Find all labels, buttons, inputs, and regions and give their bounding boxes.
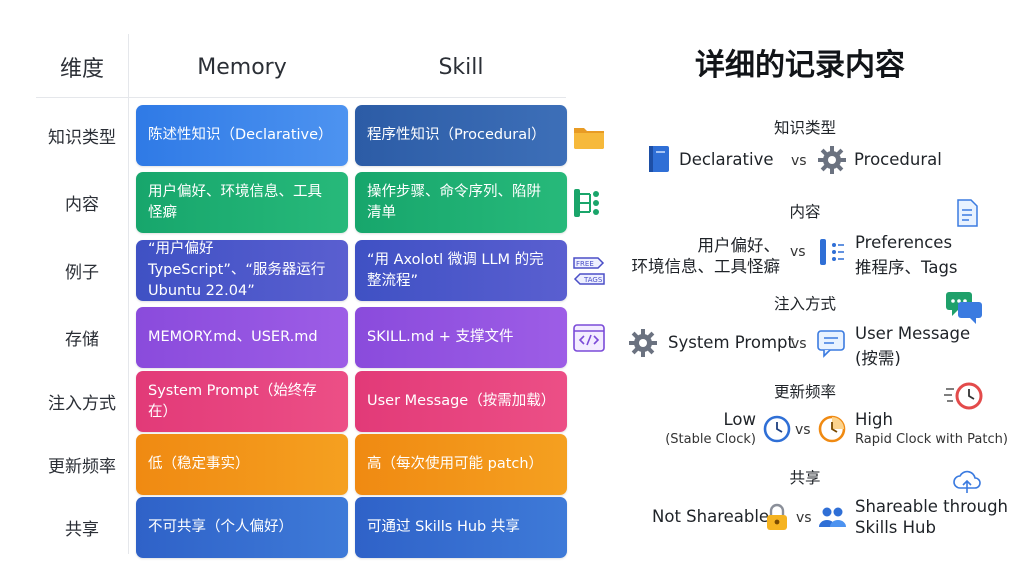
content-left-line2: 环境信息、工具怪癖 bbox=[631, 257, 781, 276]
tags-icon: FREE TAGS bbox=[573, 257, 605, 285]
book-icon bbox=[649, 146, 669, 172]
skill-cell: 可通过 Skills Hub 共享 bbox=[355, 497, 567, 558]
frequency-left: Low bbox=[723, 410, 757, 429]
memory-cell: MEMORY.md、USER.md bbox=[136, 307, 348, 368]
folder-icon bbox=[574, 128, 604, 149]
cloud-upload-icon bbox=[953, 470, 981, 493]
dimension-label: 例子 bbox=[65, 262, 99, 283]
rapid-clock-icon bbox=[818, 415, 846, 443]
frequency-right-sub: Rapid Clock with Patch) bbox=[855, 432, 1008, 447]
tag-label: FREE bbox=[576, 260, 594, 268]
vs-label: vs bbox=[791, 153, 807, 169]
skill-cell: 高（每次使用可能 patch） bbox=[355, 434, 567, 495]
message-icon bbox=[817, 330, 845, 358]
document-icon bbox=[957, 199, 978, 227]
fast-clock-icon bbox=[944, 382, 983, 410]
section-title-injection: 注入方式 bbox=[773, 295, 836, 313]
memory-cell: 用户偏好、环境信息、工具怪癖 bbox=[136, 172, 348, 233]
section-title-knowledge: 知识类型 bbox=[773, 119, 836, 137]
content-right-line2: 推程序、Tags bbox=[855, 258, 958, 277]
tag-label: TAGS bbox=[583, 276, 603, 284]
code-window-icon bbox=[573, 324, 605, 352]
dimension-label: 更新频率 bbox=[48, 456, 116, 477]
gear-icon bbox=[629, 329, 657, 357]
knowledge-right: Procedural bbox=[854, 150, 942, 169]
injection-right-line1: User Message bbox=[855, 324, 971, 343]
skill-cell: SKILL.md + 支撑文件 bbox=[355, 307, 567, 368]
detail-title: 详细的记录内容 bbox=[695, 48, 905, 83]
content-left-line1: 用户偏好、 bbox=[697, 236, 781, 255]
clock-icon bbox=[763, 415, 791, 443]
dimension-label: 内容 bbox=[65, 194, 99, 215]
memory-cell: 低（稳定事实） bbox=[136, 434, 348, 495]
dimension-label: 注入方式 bbox=[48, 393, 116, 414]
section-title-content: 内容 bbox=[789, 203, 821, 221]
injection-right-line2: (按需) bbox=[855, 349, 901, 368]
memory-cell: System Prompt（始终存在） bbox=[136, 371, 348, 432]
header-skill: Skill bbox=[438, 54, 484, 80]
section-title-sharing: 共享 bbox=[789, 469, 821, 487]
skill-cell: “用 Axolotl 微调 LLM 的完整流程” bbox=[355, 240, 567, 301]
vs-label: vs bbox=[790, 244, 806, 260]
header-memory: Memory bbox=[197, 54, 287, 80]
skill-cell: 程序性知识（Procedural） bbox=[355, 105, 567, 166]
header-dimension: 维度 bbox=[59, 57, 104, 82]
users-icon bbox=[819, 507, 846, 527]
injection-left: System Prompt bbox=[668, 333, 794, 352]
list-icon bbox=[820, 239, 844, 265]
knowledge-left: Declarative bbox=[679, 150, 774, 169]
frequency-right: High bbox=[855, 410, 893, 429]
memory-cell: 陈述性知识（Declarative） bbox=[136, 105, 348, 166]
dimension-label: 共享 bbox=[65, 519, 99, 540]
header-divider bbox=[36, 97, 566, 98]
flow-icon bbox=[574, 189, 599, 217]
vs-label: vs bbox=[791, 336, 807, 352]
dimension-label: 知识类型 bbox=[48, 127, 116, 148]
frequency-left-sub: (Stable Clock) bbox=[665, 432, 756, 447]
skill-cell: 操作步骤、命令序列、陷阱清单 bbox=[355, 172, 567, 233]
vs-label: vs bbox=[796, 510, 812, 526]
content-right-line1: Preferences bbox=[855, 233, 953, 252]
sharing-right-line1: Shareable through bbox=[855, 497, 1009, 516]
memory-cell: 不可共享（个人偏好） bbox=[136, 497, 348, 558]
dimension-label: 存储 bbox=[65, 329, 99, 350]
column-divider bbox=[128, 34, 129, 554]
sharing-left: Not Shareable bbox=[652, 507, 770, 526]
vs-label: vs bbox=[795, 422, 811, 438]
chat-bubbles-icon bbox=[946, 292, 982, 324]
sharing-right-line2: Skills Hub bbox=[855, 518, 936, 537]
section-title-frequency: 更新频率 bbox=[773, 383, 836, 401]
gear-icon bbox=[818, 146, 846, 174]
memory-cell: “用户偏好 TypeScript”、“服务器运行 Ubuntu 22.04” bbox=[136, 240, 348, 301]
lock-icon bbox=[767, 503, 787, 530]
skill-cell: User Message（按需加载） bbox=[355, 371, 567, 432]
